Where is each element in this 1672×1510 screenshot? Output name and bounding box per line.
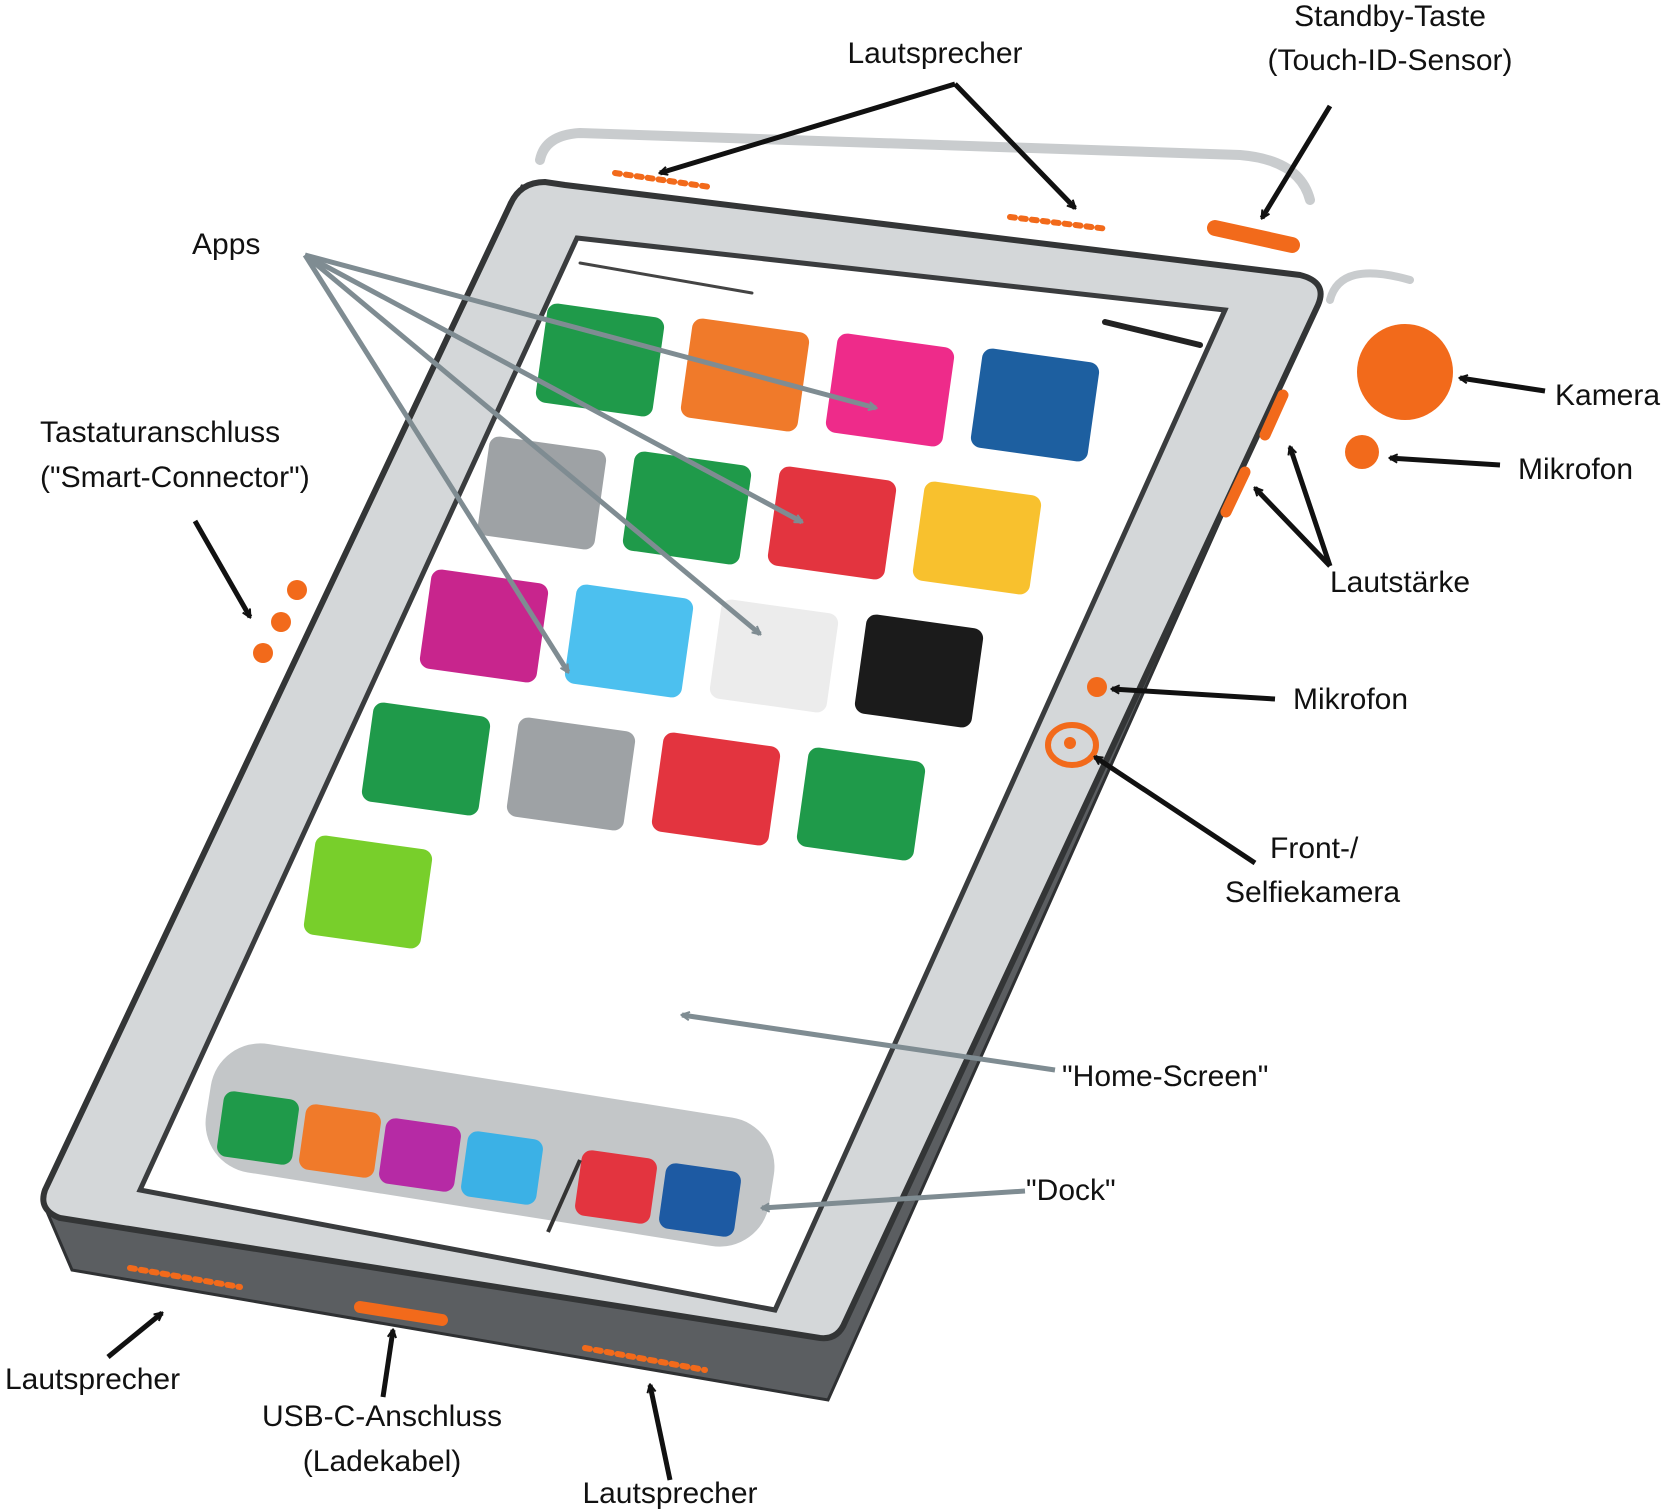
front-camera bbox=[1045, 722, 1099, 768]
app-icon[interactable] bbox=[622, 450, 753, 565]
status-bar-left bbox=[578, 261, 754, 295]
app-icon[interactable] bbox=[912, 480, 1043, 595]
label-front-line1: Front-/ bbox=[1270, 832, 1359, 865]
dock-app-icon[interactable] bbox=[574, 1149, 658, 1225]
bottom-speaker-left bbox=[127, 1265, 243, 1290]
label-home-screen: "Home-Screen" bbox=[1062, 1060, 1268, 1093]
label-dock: "Dock" bbox=[1026, 1174, 1116, 1207]
app-icon[interactable] bbox=[506, 716, 637, 831]
arrow-lautstaerke-up bbox=[1290, 447, 1333, 567]
status-bar-right bbox=[1102, 319, 1203, 348]
label-apps: Apps bbox=[192, 228, 260, 261]
label-front-line2: Selfiekamera bbox=[1225, 876, 1400, 909]
arrow-mikrofon-front bbox=[1112, 689, 1276, 702]
front-microphone bbox=[1087, 677, 1107, 697]
arrow-apps-2 bbox=[303, 252, 802, 525]
arrow-lautsprecher-top-left bbox=[660, 81, 956, 173]
dock-app-icon[interactable] bbox=[378, 1117, 462, 1193]
smart-connector bbox=[253, 580, 307, 663]
arrow-mikrofon-rear bbox=[1390, 458, 1501, 468]
app-icon[interactable] bbox=[651, 731, 782, 846]
app-icon[interactable] bbox=[361, 701, 492, 816]
label-tastatur-line1: Tastaturanschluss bbox=[40, 416, 280, 449]
arrow-apps-3 bbox=[303, 253, 760, 634]
dock-app-icon[interactable] bbox=[460, 1130, 544, 1206]
arrow-tastatur bbox=[192, 519, 253, 617]
arrow-home-screen bbox=[682, 1015, 1056, 1073]
bottom-speaker-right bbox=[582, 1345, 708, 1373]
label-kamera: Kamera bbox=[1555, 379, 1660, 412]
hardware-parts bbox=[127, 170, 1453, 1373]
arrow-lautstaerke-down bbox=[1255, 488, 1332, 568]
label-usb-line1: USB-C-Anschluss bbox=[262, 1400, 502, 1433]
app-icon[interactable] bbox=[535, 302, 666, 417]
tablet-back-edge bbox=[535, 127, 1414, 304]
app-icon[interactable] bbox=[419, 568, 550, 683]
label-tastatur-line2: ("Smart-Connector") bbox=[40, 461, 310, 494]
arrow-front-camera bbox=[1095, 754, 1257, 866]
dock-divider bbox=[546, 1159, 582, 1233]
app-icon[interactable] bbox=[303, 834, 434, 949]
arrow-lautsprecher-top-right bbox=[953, 82, 1075, 208]
arrow-lautsprecher-bottom-left bbox=[106, 1313, 162, 1359]
label-lautsprecher-top: Lautsprecher bbox=[847, 37, 1022, 70]
app-icon[interactable] bbox=[970, 347, 1101, 462]
app-icon[interactable] bbox=[854, 613, 985, 728]
volume-up-button bbox=[1259, 389, 1289, 441]
callout-labels: Lautsprecher Standby-Taste (Touch-ID-Sen… bbox=[5, 0, 1660, 1510]
app-icon[interactable] bbox=[709, 598, 840, 713]
label-usb-line2: (Ladekabel) bbox=[303, 1445, 461, 1478]
label-lautsprecher-bottom-right: Lautsprecher bbox=[582, 1477, 757, 1510]
callout-arrows bbox=[106, 81, 1546, 1481]
arrow-lautsprecher-bottom-right bbox=[650, 1385, 673, 1481]
rear-camera bbox=[1357, 324, 1453, 420]
dock-app-icon[interactable] bbox=[216, 1090, 300, 1166]
app-icon[interactable] bbox=[477, 435, 608, 550]
arrow-usb bbox=[380, 1330, 393, 1398]
dock-app-icon[interactable] bbox=[658, 1162, 742, 1238]
front-camera-lens bbox=[1064, 737, 1076, 749]
app-icon[interactable] bbox=[825, 332, 956, 447]
standby-button bbox=[1207, 220, 1300, 253]
label-mikrofon-rear: Mikrofon bbox=[1518, 453, 1633, 486]
app-grid bbox=[303, 302, 1101, 949]
volume-down-button bbox=[1220, 466, 1251, 518]
arrow-apps-1 bbox=[304, 252, 876, 408]
arrow-dock bbox=[762, 1188, 1026, 1208]
label-lautsprecher-bottom-left: Lautsprecher bbox=[5, 1363, 180, 1396]
app-icon[interactable] bbox=[796, 746, 927, 861]
home-screen bbox=[136, 235, 1229, 1313]
arrow-kamera bbox=[1460, 378, 1546, 394]
rear-microphone bbox=[1345, 435, 1379, 469]
label-mikrofon-front: Mikrofon bbox=[1293, 683, 1408, 716]
dock bbox=[216, 1090, 742, 1238]
arrow-apps-4 bbox=[302, 253, 571, 672]
label-standby-line1: Standby-Taste bbox=[1294, 0, 1486, 33]
dock-app-icon[interactable] bbox=[298, 1103, 382, 1179]
top-speaker-right bbox=[1007, 214, 1111, 232]
top-speaker-left bbox=[612, 170, 713, 190]
app-icon[interactable] bbox=[767, 465, 898, 580]
label-standby-line2: (Touch-ID-Sensor) bbox=[1267, 44, 1512, 77]
usb-c-port bbox=[354, 1301, 448, 1326]
arrow-standby bbox=[1259, 104, 1333, 218]
label-lautstaerke: Lautstärke bbox=[1330, 566, 1470, 599]
app-icon[interactable] bbox=[564, 583, 695, 698]
